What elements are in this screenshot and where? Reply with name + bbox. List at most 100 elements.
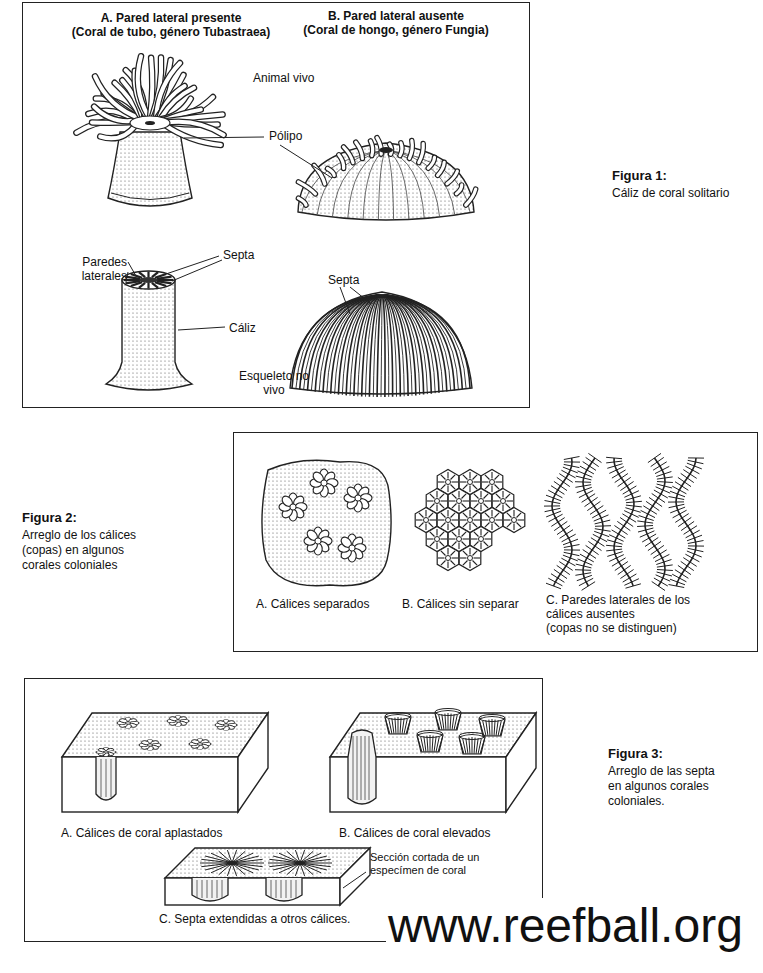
- short-tentacle: [466, 189, 476, 205]
- panel-text: Paredes laterales: [73, 255, 127, 283]
- septum: [496, 720, 498, 736]
- calyx-center: [501, 499, 506, 504]
- septum: [469, 472, 470, 479]
- flat-calyx: [96, 748, 116, 757]
- septum: [429, 513, 434, 518]
- septum: [440, 542, 445, 547]
- septum: [427, 500, 434, 501]
- short-tentacle: [371, 141, 373, 156]
- septum: [436, 543, 437, 550]
- septum: [447, 548, 448, 555]
- septum: [447, 510, 448, 517]
- mushroom-polyp: [298, 143, 474, 220]
- septum: [450, 714, 451, 730]
- text-part: B. Pared lateral ausente: [328, 9, 464, 23]
- septum: [496, 504, 501, 509]
- septum: [495, 513, 500, 518]
- flat-calyx: [189, 739, 211, 750]
- septum: [485, 475, 490, 480]
- calyx-center: [457, 499, 462, 504]
- panel-text: Cáliz: [229, 321, 269, 335]
- septum: [361, 736, 362, 800]
- septum: [463, 739, 466, 754]
- ridge: [552, 458, 572, 586]
- septum: [485, 523, 490, 528]
- septum: [473, 513, 478, 518]
- septum: [500, 721, 504, 736]
- septum: [441, 551, 446, 556]
- septum: [462, 494, 467, 499]
- septum: [449, 538, 456, 539]
- septum: [480, 529, 481, 536]
- septum: [425, 524, 426, 531]
- calyx-center: [457, 537, 462, 542]
- septum: [495, 475, 500, 480]
- septum: [400, 718, 401, 734]
- septum: [438, 519, 445, 520]
- septum: [441, 500, 448, 501]
- short-tentacle: [328, 169, 335, 176]
- panel-text: C. Septa extendidas a otros cálices.: [159, 912, 391, 926]
- septum: [507, 523, 512, 528]
- septum: [430, 519, 437, 520]
- short-tentacle: [456, 185, 461, 194]
- ridge: [583, 458, 603, 586]
- septum: [491, 486, 492, 493]
- septum: [373, 295, 381, 397]
- block-front: [165, 878, 340, 905]
- surface-ridge: [386, 150, 470, 212]
- septum: [386, 295, 454, 390]
- septum: [517, 513, 522, 518]
- septum: [451, 561, 456, 566]
- short-tentacle: [409, 141, 412, 159]
- septum: [295, 850, 299, 861]
- calyx-center: [295, 861, 305, 865]
- septum: [440, 494, 445, 499]
- septum: [430, 542, 435, 547]
- short-tentacle: [298, 182, 315, 194]
- septum: [439, 715, 442, 730]
- septum: [452, 504, 457, 509]
- colony-blob: [262, 460, 391, 586]
- watermark: www.reefball.org: [386, 898, 745, 953]
- septum: [357, 736, 358, 800]
- short-tentacle: [447, 171, 457, 184]
- septum: [458, 543, 459, 550]
- calyx-center: [435, 499, 440, 504]
- septum: [386, 295, 458, 390]
- block-top: [62, 713, 268, 757]
- septum: [366, 295, 382, 397]
- septum: [438, 737, 442, 752]
- septum: [387, 295, 466, 389]
- calyx: [437, 546, 459, 571]
- septum: [441, 485, 446, 490]
- text-part: (Coral de hongo, género Fungia): [281, 23, 511, 37]
- septum: [474, 557, 481, 558]
- short-tentacle: [339, 155, 344, 169]
- short-tentacle: [328, 169, 335, 176]
- figure-number: Figura 2:: [22, 510, 162, 526]
- calyx-center: [355, 495, 361, 501]
- leader-line: [343, 872, 366, 888]
- septum: [469, 562, 470, 569]
- septum: [474, 542, 479, 547]
- septum: [436, 529, 437, 536]
- septum: [147, 272, 149, 278]
- septum: [438, 481, 445, 482]
- short-tentacle: [438, 162, 445, 175]
- septum: [429, 523, 434, 528]
- septum: [513, 510, 514, 517]
- septum: [125, 281, 140, 283]
- surface-ridge: [386, 150, 440, 216]
- calyx-center: [468, 556, 473, 561]
- block-top: [165, 848, 370, 878]
- cut-calyx: [348, 730, 376, 804]
- calyx-center: [126, 722, 131, 724]
- calyx-center: [490, 480, 495, 485]
- septum: [279, 853, 297, 861]
- septum: [507, 513, 512, 518]
- short-tentacle: [356, 142, 363, 158]
- skeleton-tube: [106, 280, 192, 390]
- septum: [485, 485, 490, 490]
- short-tentacle: [371, 141, 373, 156]
